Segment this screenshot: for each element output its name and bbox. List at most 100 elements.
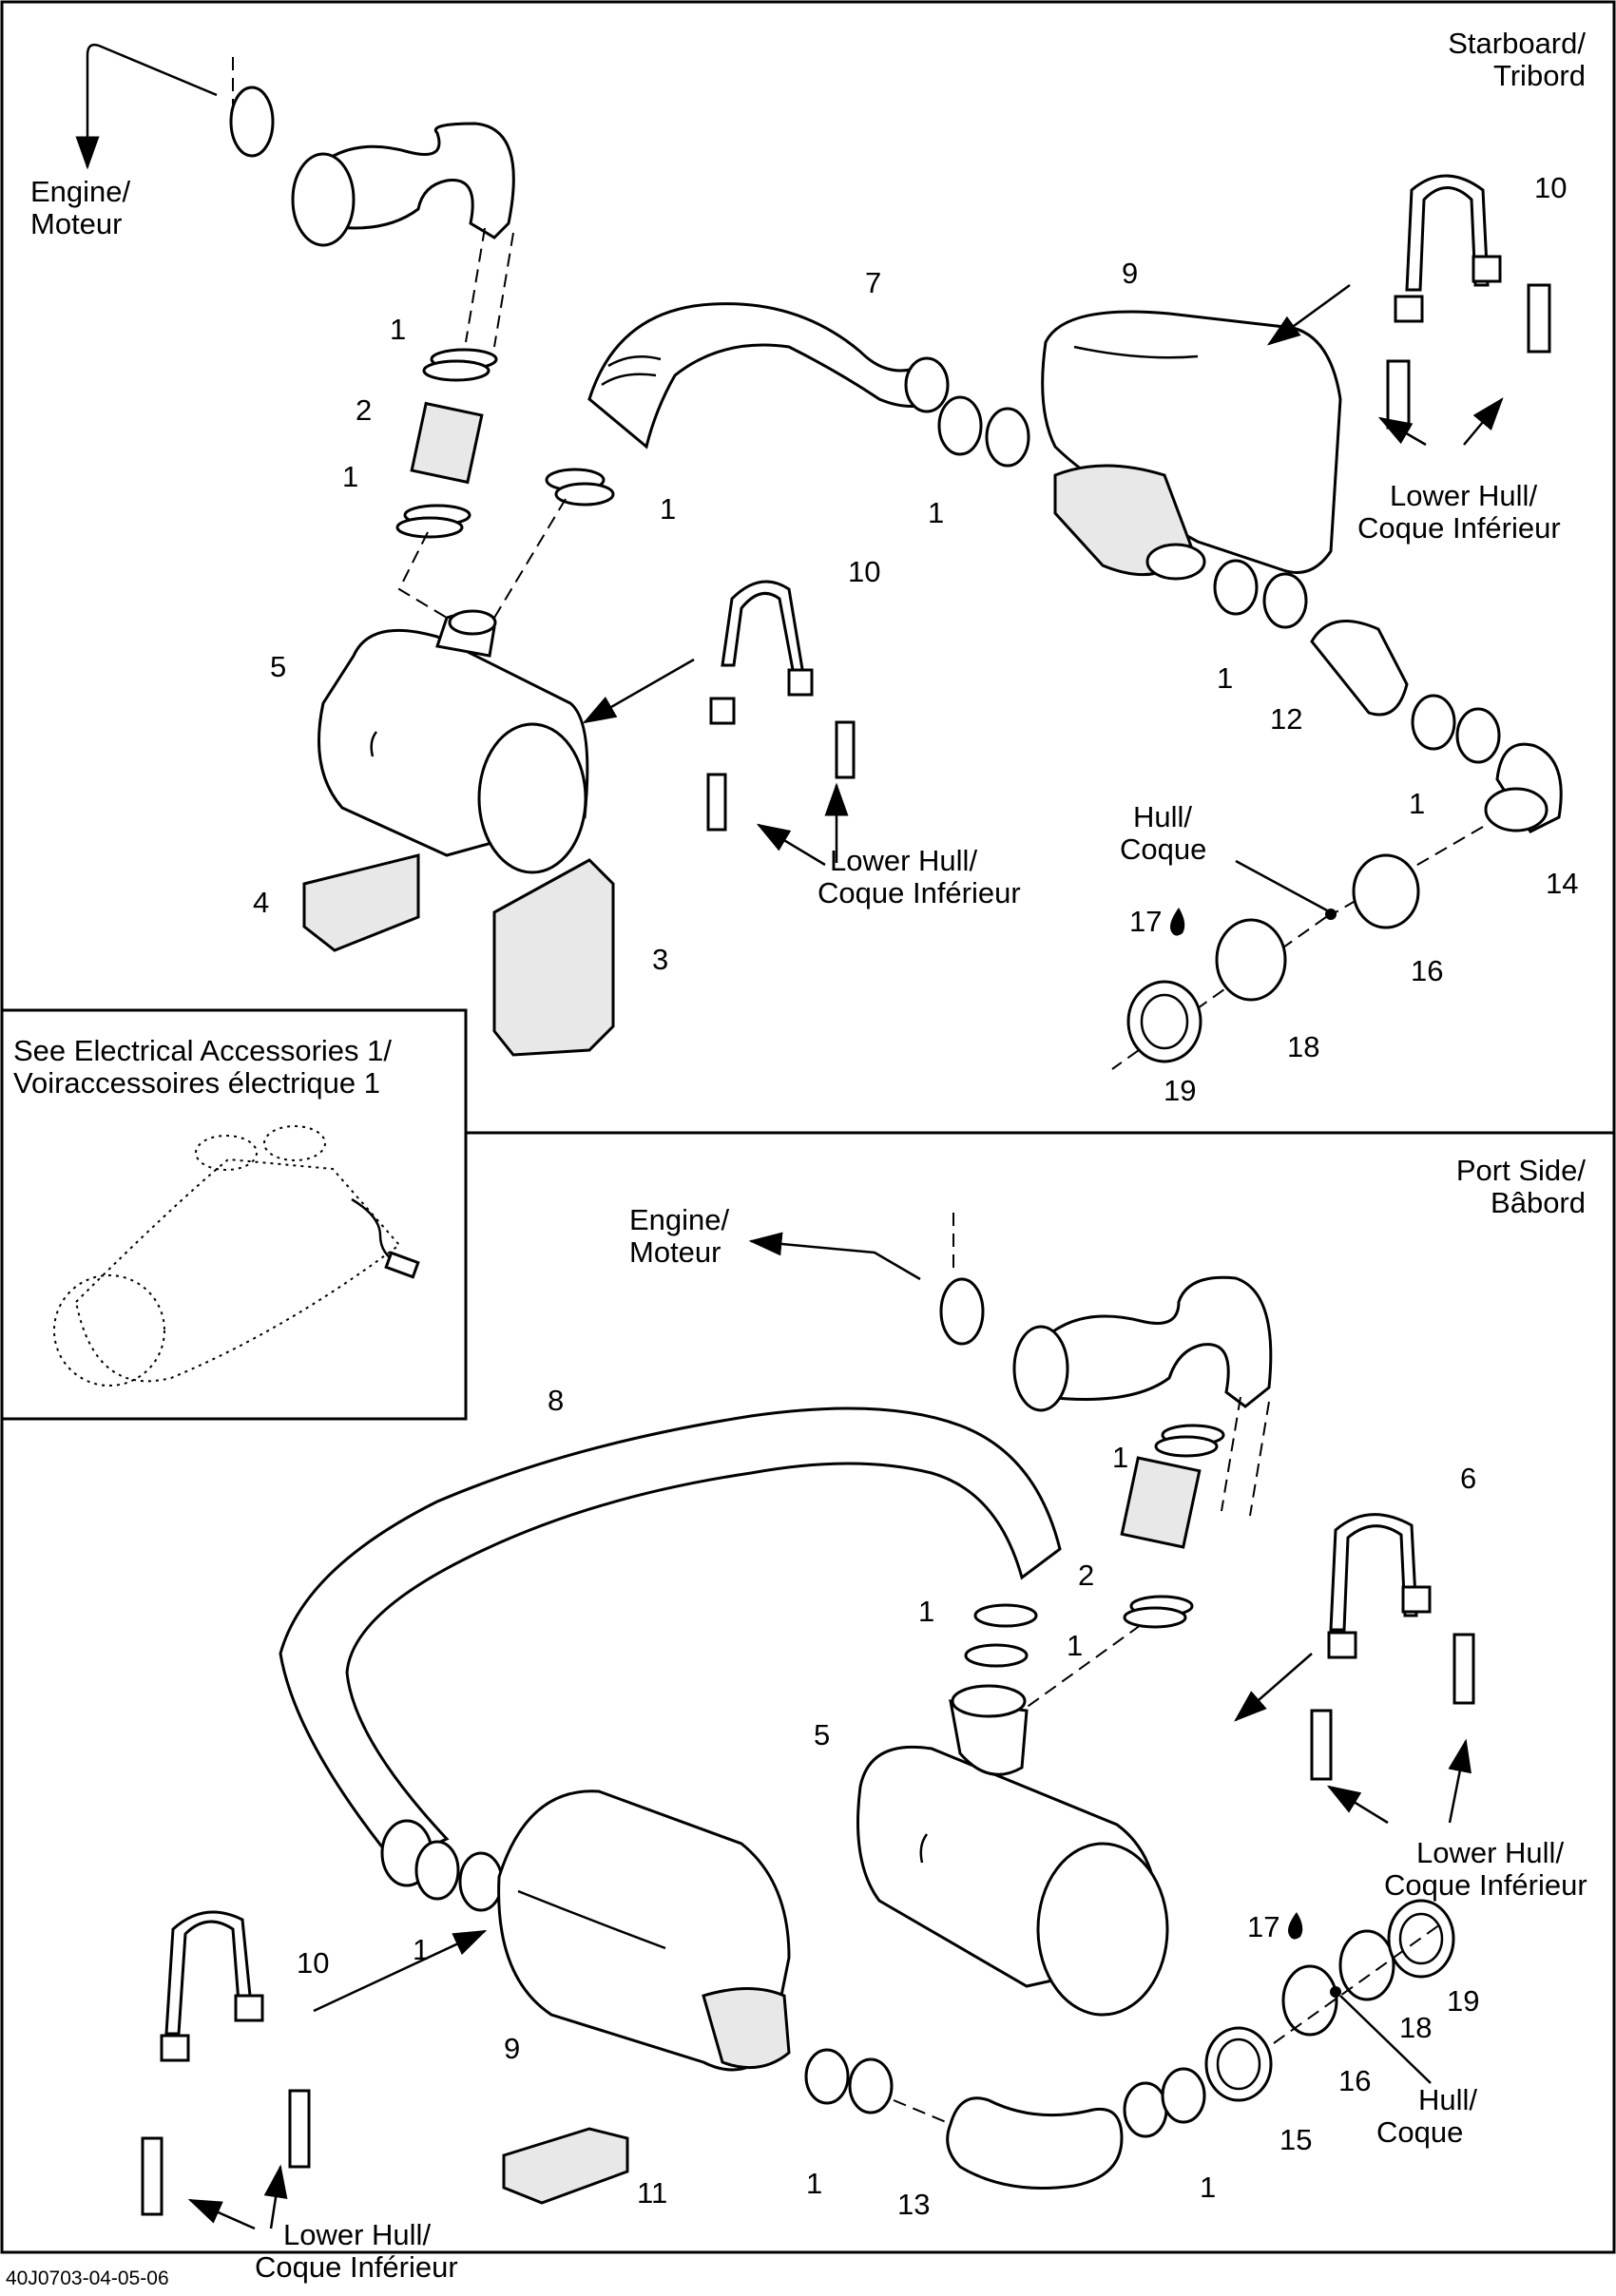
- callout-19: 19: [1164, 1074, 1196, 1107]
- callout-13: 13: [897, 2188, 930, 2221]
- clamp-m: [414, 1840, 460, 1901]
- centerline-bottom-left: [893, 2099, 952, 2125]
- hose-12: [1310, 620, 1409, 717]
- callout-10: 10: [1534, 171, 1567, 204]
- hose-7: [587, 302, 950, 450]
- callout-16: 16: [1411, 954, 1443, 987]
- arrow-lower-hull-b: [1377, 416, 1427, 447]
- clamp-k: [973, 1603, 1038, 1628]
- document-reference: 40J0703-04-05-06: [6, 2267, 169, 2289]
- hull-bottom-leader: [1339, 1995, 1432, 2084]
- lower-hull-bottom-left-line2: Coque Inférieur: [255, 2250, 458, 2284]
- callout-1: 1: [1217, 661, 1233, 695]
- callout-8: 8: [548, 1384, 564, 1417]
- clamp-a: [937, 395, 983, 456]
- callout-19: 19: [1447, 1984, 1479, 2018]
- strap-10-top: [1266, 174, 1551, 430]
- seal-16-bottom: [1281, 1964, 1338, 2037]
- clamp-h: [1154, 1435, 1219, 1458]
- callout-17: 17: [1247, 1910, 1279, 1943]
- hull-bottom-line1: Hull/: [1418, 2083, 1477, 2116]
- lower-hull-top-mid-line2: Coque Inférieur: [818, 876, 1021, 909]
- hull-point-top: [1325, 909, 1337, 920]
- lower-hull-bottom-right-line1: Lower Hull/: [1416, 1836, 1564, 1869]
- callout-1: 1: [806, 2167, 822, 2200]
- port-title-line1: Port Side/: [1456, 1154, 1587, 1187]
- hull-top-line2: Coque: [1120, 832, 1206, 866]
- resonator-9-bottom: [497, 1789, 791, 2072]
- strap-10-mid: [582, 580, 856, 832]
- callout-14: 14: [1546, 867, 1578, 900]
- starboard-section: Starboard/ Tribord Engine/ Moteur: [30, 27, 1586, 1107]
- resonator-9-top: [1041, 310, 1342, 581]
- callout-18: 18: [1399, 2011, 1432, 2044]
- callout-9: 9: [1122, 257, 1138, 290]
- port-title-line2: Bâbord: [1491, 1186, 1586, 1219]
- arrow-lower-hull-c: [756, 823, 826, 867]
- exhaust-manifold-bottom: [939, 1275, 1273, 1517]
- callout-2: 2: [356, 393, 372, 427]
- clamp-d: [1262, 572, 1308, 629]
- fitting-15: [1204, 2026, 1273, 2102]
- callout-17: 17: [1129, 905, 1162, 938]
- centerline-bottom: [1021, 1624, 1142, 1712]
- clamp-p: [848, 2057, 894, 2114]
- clamp-c: [1213, 559, 1259, 616]
- engine-arrow: [75, 43, 218, 170]
- starboard-title-line1: Starboard/: [1448, 27, 1586, 60]
- hull-top-line1: Hull/: [1133, 800, 1192, 833]
- lower-hull-top-right-line2: Coque Inférieur: [1357, 511, 1561, 545]
- callout-3: 3: [652, 943, 668, 976]
- callout-5: 5: [270, 650, 286, 683]
- inset-electrical: See Electrical Accessories 1/ Voiraccess…: [13, 1034, 420, 1387]
- port-section: Port Side/ Bâbord Engine/ Moteur: [141, 1154, 1587, 2284]
- callout-6: 6: [1460, 1462, 1476, 1495]
- muffler-top: [317, 609, 589, 874]
- callout-1: 1: [1112, 1441, 1128, 1474]
- callout-5: 5: [814, 1718, 830, 1751]
- callout-10: 10: [297, 1946, 329, 1980]
- support-4: [302, 853, 420, 952]
- exhaust-manifold-top: [229, 57, 515, 348]
- block-11: [502, 2127, 629, 2205]
- coupler-bottom: [1120, 1456, 1202, 1549]
- callout-10: 10: [848, 555, 880, 588]
- lower-hull-bottom-right-line2: Coque Inférieur: [1384, 1868, 1587, 1902]
- clamp-j: [1123, 1606, 1187, 1629]
- clamp-r: [1161, 2067, 1206, 2124]
- hull-top-leader: [1235, 859, 1328, 912]
- oil-drop-icon: [1288, 1912, 1303, 1940]
- callout-16: 16: [1338, 2064, 1371, 2097]
- callout-12: 12: [1270, 702, 1302, 736]
- clamp-b: [985, 407, 1030, 468]
- callout-1: 1: [918, 1595, 934, 1628]
- clamp-f: [1455, 707, 1501, 764]
- muffler-bottom: [856, 1684, 1169, 2017]
- engine-label-line2-port: Moteur: [629, 1235, 721, 1269]
- fitting-19-bottom: [1387, 1899, 1455, 1979]
- callout-11: 11: [637, 2176, 667, 2210]
- callout-1: 1: [390, 313, 406, 346]
- hull-bottom-line2: Coque: [1376, 2115, 1463, 2149]
- centerline-bottom-right: [1273, 1923, 1441, 2044]
- seal-16-top: [1352, 853, 1420, 929]
- callout-7: 7: [865, 266, 881, 299]
- callout-1: 1: [1067, 1629, 1083, 1662]
- callout-1: 1: [660, 492, 676, 526]
- lower-hull-bottom-left-line1: Lower Hull/: [283, 2218, 431, 2251]
- callout-15: 15: [1279, 2123, 1312, 2156]
- fitting-19-top: [1126, 980, 1202, 1063]
- lower-hull-top-right-line1: Lower Hull/: [1390, 479, 1537, 512]
- clamp-n: [458, 1851, 504, 1912]
- clamp-e: [1411, 694, 1456, 751]
- clamp-o: [804, 2048, 850, 2105]
- starboard-title-line2: Tribord: [1493, 59, 1586, 92]
- callout-18: 18: [1287, 1030, 1319, 1063]
- inset-title-line2: Voiraccessoires électrique 1: [13, 1066, 380, 1100]
- engine-label-line1-port: Engine/: [629, 1203, 730, 1236]
- arrow-lower-hull-a: [1463, 397, 1504, 446]
- strap-10-bottom: [141, 1910, 488, 2230]
- callout-4: 4: [253, 886, 269, 919]
- engine-label-line2: Moteur: [30, 207, 122, 240]
